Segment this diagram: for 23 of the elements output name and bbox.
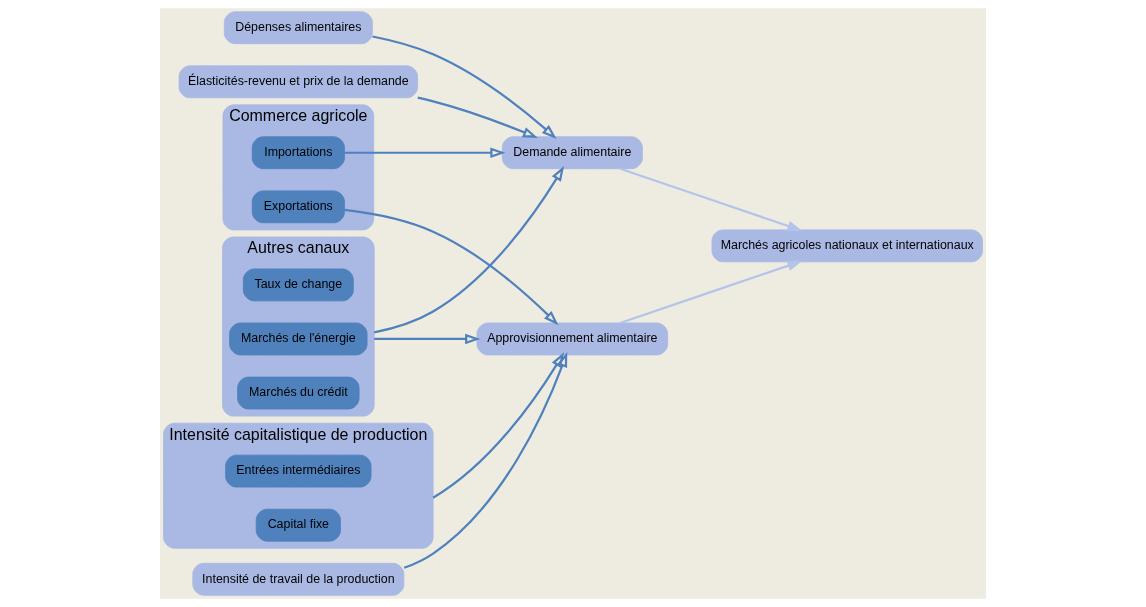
- node-box: Approvisionnement alimentaire: [476, 322, 669, 356]
- arrow: [374, 333, 481, 345]
- arrow: [344, 147, 506, 159]
- arrow: [417, 96, 538, 138]
- node-box: Demande alimentaire: [501, 136, 643, 170]
- arrow: [619, 167, 803, 232]
- node-box: Taux de change: [242, 268, 354, 302]
- arrow: [373, 166, 565, 334]
- node-box: Capital fixe: [255, 508, 341, 542]
- arrow: [619, 260, 803, 324]
- node-box: Exportations: [251, 190, 345, 224]
- node-box: Entrées intermédiaires: [225, 454, 372, 488]
- arrow: [432, 352, 565, 499]
- node-box: Importations: [251, 136, 345, 170]
- node-box: Intensité de travail de la production: [192, 562, 405, 596]
- node-box: Dépenses alimentaires: [223, 11, 373, 45]
- node-box: Marchés de l'énergie: [229, 322, 368, 356]
- node-box: Marchés du crédit: [237, 376, 360, 410]
- arrow: [344, 208, 559, 326]
- arrow: [403, 351, 568, 569]
- arrow: [372, 35, 557, 139]
- node-box: Marchés agricoles nationaux et internationaux: [711, 229, 983, 263]
- node-box: Élasticités-revenu et prix de la demande: [178, 65, 419, 99]
